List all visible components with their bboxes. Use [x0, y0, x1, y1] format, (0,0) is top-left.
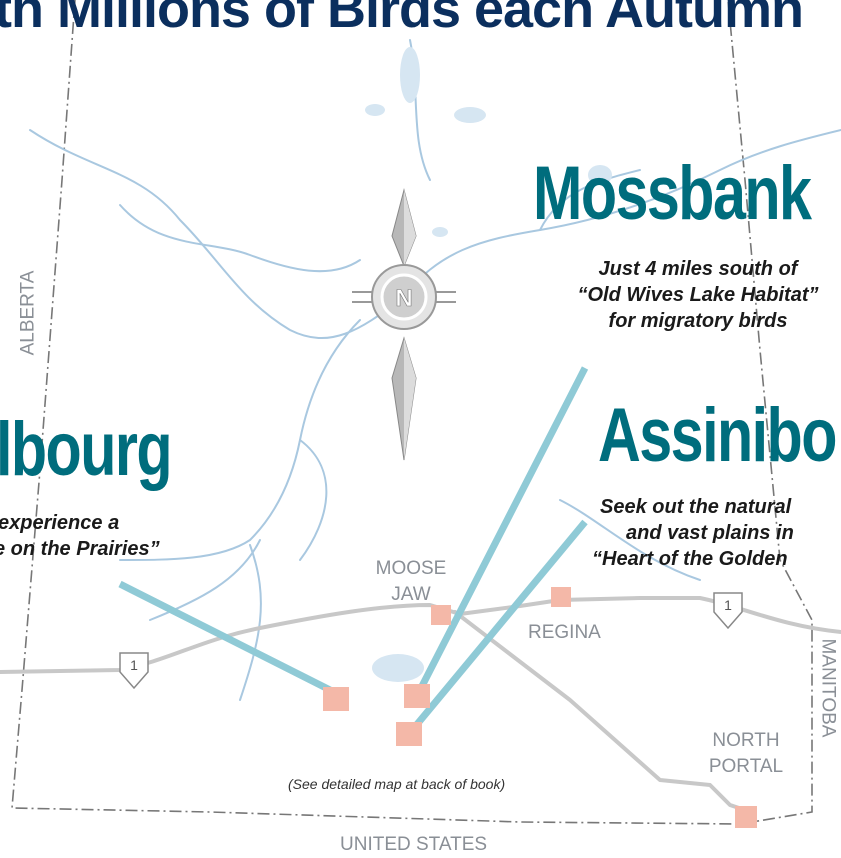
label-manitoba: MANITOBA	[817, 638, 839, 738]
headline: th Millions of Birds each Autumn	[0, 0, 804, 39]
blurb-line: “Heart of the Golden	[592, 548, 788, 570]
town-markers	[323, 587, 757, 828]
pointer-mossbank	[416, 366, 589, 692]
label-moose-jaw: MOOSE JAW	[356, 556, 466, 608]
label-united-states: UNITED STATES	[340, 834, 488, 855]
pointer-gravelbourg	[118, 580, 340, 698]
label-line: JAW	[391, 584, 431, 605]
blurb-line: Just 4 miles south of	[598, 258, 798, 280]
town-blurb-assiniboia: Seek out the natural and vast plains in …	[588, 494, 841, 572]
label-line: PORTAL	[708, 756, 784, 777]
svg-text:1: 1	[130, 657, 138, 673]
pointer-assiniboia	[401, 519, 588, 743]
label-line: MOOSE	[375, 558, 447, 579]
lakes	[365, 47, 612, 682]
compass-rose: N	[352, 188, 456, 461]
marker-assiniboia	[396, 722, 422, 746]
town-blurb-mossbank: Just 4 miles south of “Old Wives Lake Ha…	[548, 256, 841, 334]
marker-gravelbourg	[323, 687, 349, 711]
town-title-gravelbourg: lbourg	[0, 407, 173, 492]
province-border	[11, 0, 813, 825]
marker-mossbank	[404, 684, 430, 708]
svg-text:N: N	[395, 285, 412, 312]
blurb-line: Seek out the natural	[600, 496, 792, 518]
roads	[0, 596, 841, 812]
highway-shield: 1	[119, 652, 149, 690]
blurb-line: experience a	[0, 512, 120, 534]
highway-shield: 1	[713, 592, 743, 630]
marker-moose-jaw	[431, 605, 451, 625]
blurb-line: and vast plains in	[626, 522, 794, 544]
town-title-mossbank: Mossbank	[533, 151, 812, 236]
label-line: NORTH	[712, 730, 780, 751]
pointer-lines	[118, 366, 589, 743]
svg-text:1: 1	[724, 597, 732, 613]
marker-regina	[551, 587, 571, 607]
marker-north-portal	[735, 806, 757, 828]
map-note: (See detailed map at back of book)	[288, 776, 506, 792]
blurb-line: for migratory birds	[608, 310, 788, 332]
label-regina: REGINA	[528, 622, 601, 643]
blurb-line: e on the Prairies”	[0, 538, 160, 560]
rivers	[29, 39, 841, 701]
label-alberta: ALBERTA	[17, 270, 39, 356]
blurb-line: “Old Wives Lake Habitat”	[577, 284, 819, 306]
town-blurb-gravelbourg: experience a e on the Prairies”	[0, 510, 160, 562]
label-north-portal: NORTH PORTAL	[696, 728, 796, 780]
town-title-assiniboia: Assinibo	[598, 393, 837, 478]
